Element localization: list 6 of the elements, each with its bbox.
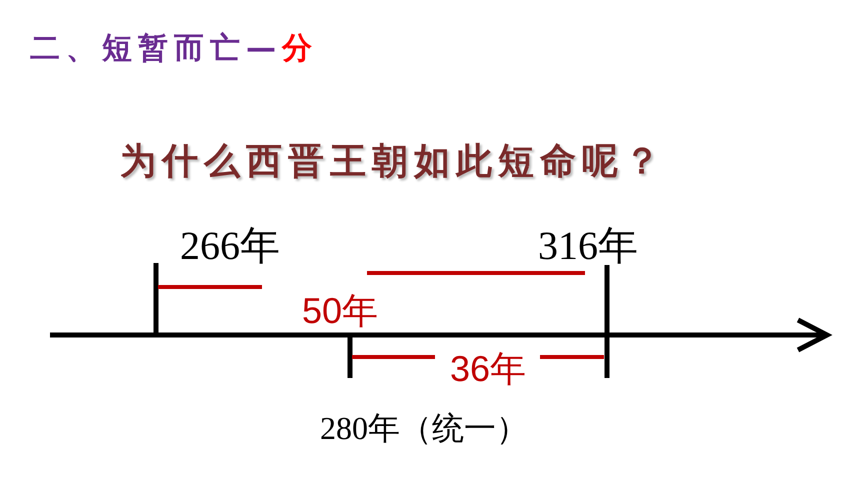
year-label: 280年（统一） <box>320 409 528 448</box>
slide-title: 二、短暂而亡—分 <box>30 30 318 68</box>
duration-label: 50年 <box>302 289 378 333</box>
year-label: 266年 <box>180 222 280 270</box>
question-text: 为什么西晋王朝如此短命呢？ <box>120 139 666 184</box>
year-label: 316年 <box>538 222 638 270</box>
